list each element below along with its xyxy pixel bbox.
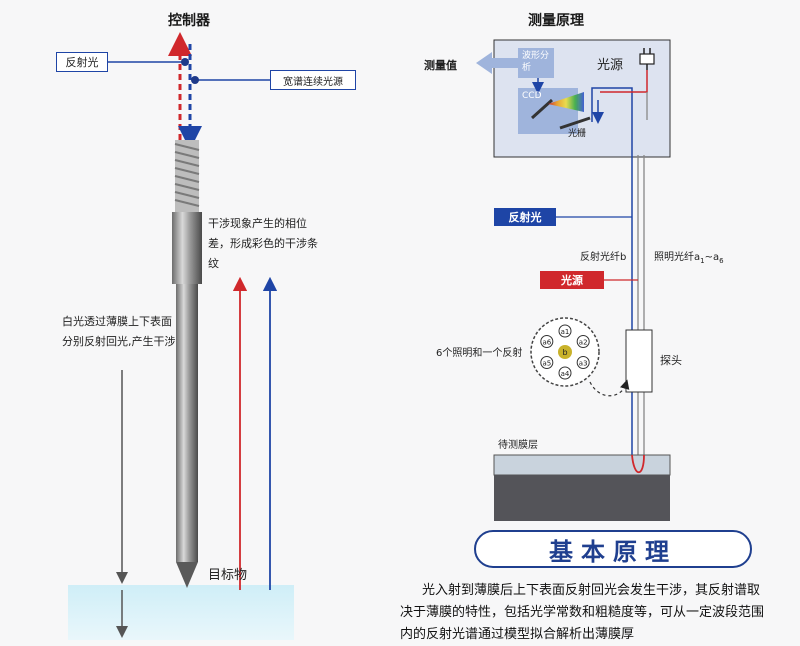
reflected-light-box: 反射光 [56,52,108,72]
fiber-spring [174,140,200,212]
ccd-label: CCD [522,91,542,101]
fiber-dot-label: a6 [542,339,551,347]
target-object [68,585,294,640]
probe-rod [176,284,198,562]
fiber-bundle-note: 6个照明和一个反射 [436,348,523,359]
reflected-light-label: 反射光 [65,56,99,69]
illumination-fiber-dot [576,335,590,348]
controller-title: 控制器 [168,13,210,29]
fiber-bundle-section [530,317,600,387]
illumination-fiber-dot [558,324,572,338]
probe-body [172,212,202,284]
grating [559,116,591,130]
broadband-source-label: 宽谱连续光源 [283,76,343,88]
reflection-path [631,454,645,474]
white-light-note: 白光透过薄膜上下表面分别反射回光,产生干涉 [62,315,176,348]
waveform-analysis-label: 波形分析 [522,51,550,73]
fiber-dot-label: a5 [542,360,551,368]
source-tag: 光源 [540,271,604,289]
fiber-dot-label: a2 [579,339,588,347]
principle-banner: 基本原理 [474,530,752,568]
probe-housing [625,329,653,393]
film-layer-label: 待测膜层 [498,440,538,451]
waveform-box [518,48,554,78]
illumination-fiber-dot [540,356,554,369]
reflect-fiber-label: b [562,348,567,357]
reflect-fiber-line [591,87,633,455]
illumination-fiber-dot [576,356,590,369]
reflected-light-tag: 反射光 [494,208,556,226]
fiber-dots: a1 a2 a3 a4 a5 a6 b [540,324,590,380]
measured-value-label: 测量值 [424,59,457,72]
probe-tip [176,562,198,588]
plug-icon [639,48,655,70]
probe-label: 探头 [660,354,682,367]
principle-description: 光入射到薄膜后上下表面反射回光会发生干涉，其反射谱取决于薄膜的特性，包括光学常数… [400,583,765,642]
fiber-dot-label: a3 [579,360,588,368]
grating-label: 光栅 [568,129,587,139]
interference-note: 干涉现象产生的相位差，形成彩色的干涉条纹 [208,217,318,270]
target-label: 目标物 [208,568,248,583]
light-source-label: 光源 [597,58,624,73]
reflected-fiber-label: 反射光纤b [580,252,627,263]
spectrum-fan [548,92,584,112]
principle-title: 测量原理 [528,13,584,29]
fiber-dot-label: a4 [561,370,570,378]
fiber-dot-label: a1 [561,328,570,336]
illumination-fiber-label: 照明光纤a1~a6 [654,252,724,265]
broadband-source-box: 宽谱连续光源 [270,70,356,90]
illumination-fiber-dot [558,366,572,380]
illumination-fiber-dot [540,335,554,348]
film-substrate [494,475,670,521]
measured-value-arrow [476,52,520,74]
